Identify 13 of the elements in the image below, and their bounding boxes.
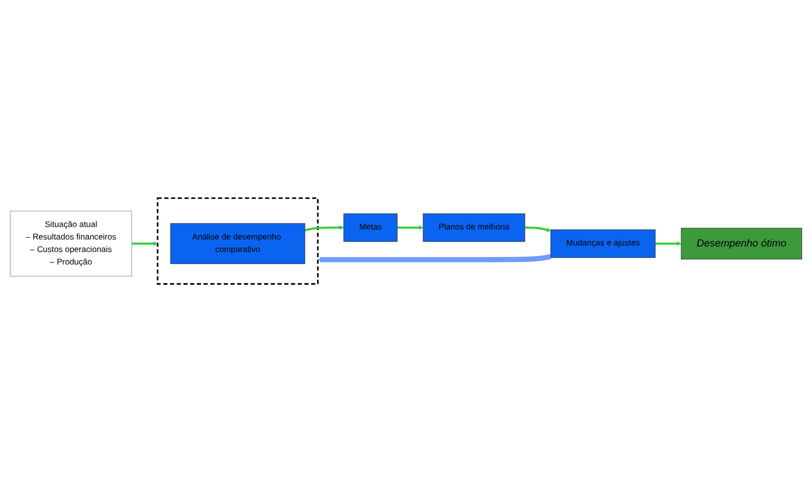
arrow <box>318 254 552 262</box>
node-box: Análise de desempenho comparativo <box>170 223 306 264</box>
arrow <box>132 241 158 246</box>
arrow <box>655 241 682 246</box>
node-box: Mudanças e ajustes <box>550 229 656 258</box>
arrow <box>304 225 344 232</box>
node-box: Metas <box>343 213 398 242</box>
arrow <box>397 225 424 230</box>
node-box: Planos de melhoria <box>422 213 526 242</box>
node-box: Situação atual – Resultados financeiros – Custos operacionais – Produção <box>10 210 132 276</box>
arrow <box>524 226 551 232</box>
cluster <box>156 197 319 285</box>
node-box: Desempenho ótimo <box>680 228 802 260</box>
